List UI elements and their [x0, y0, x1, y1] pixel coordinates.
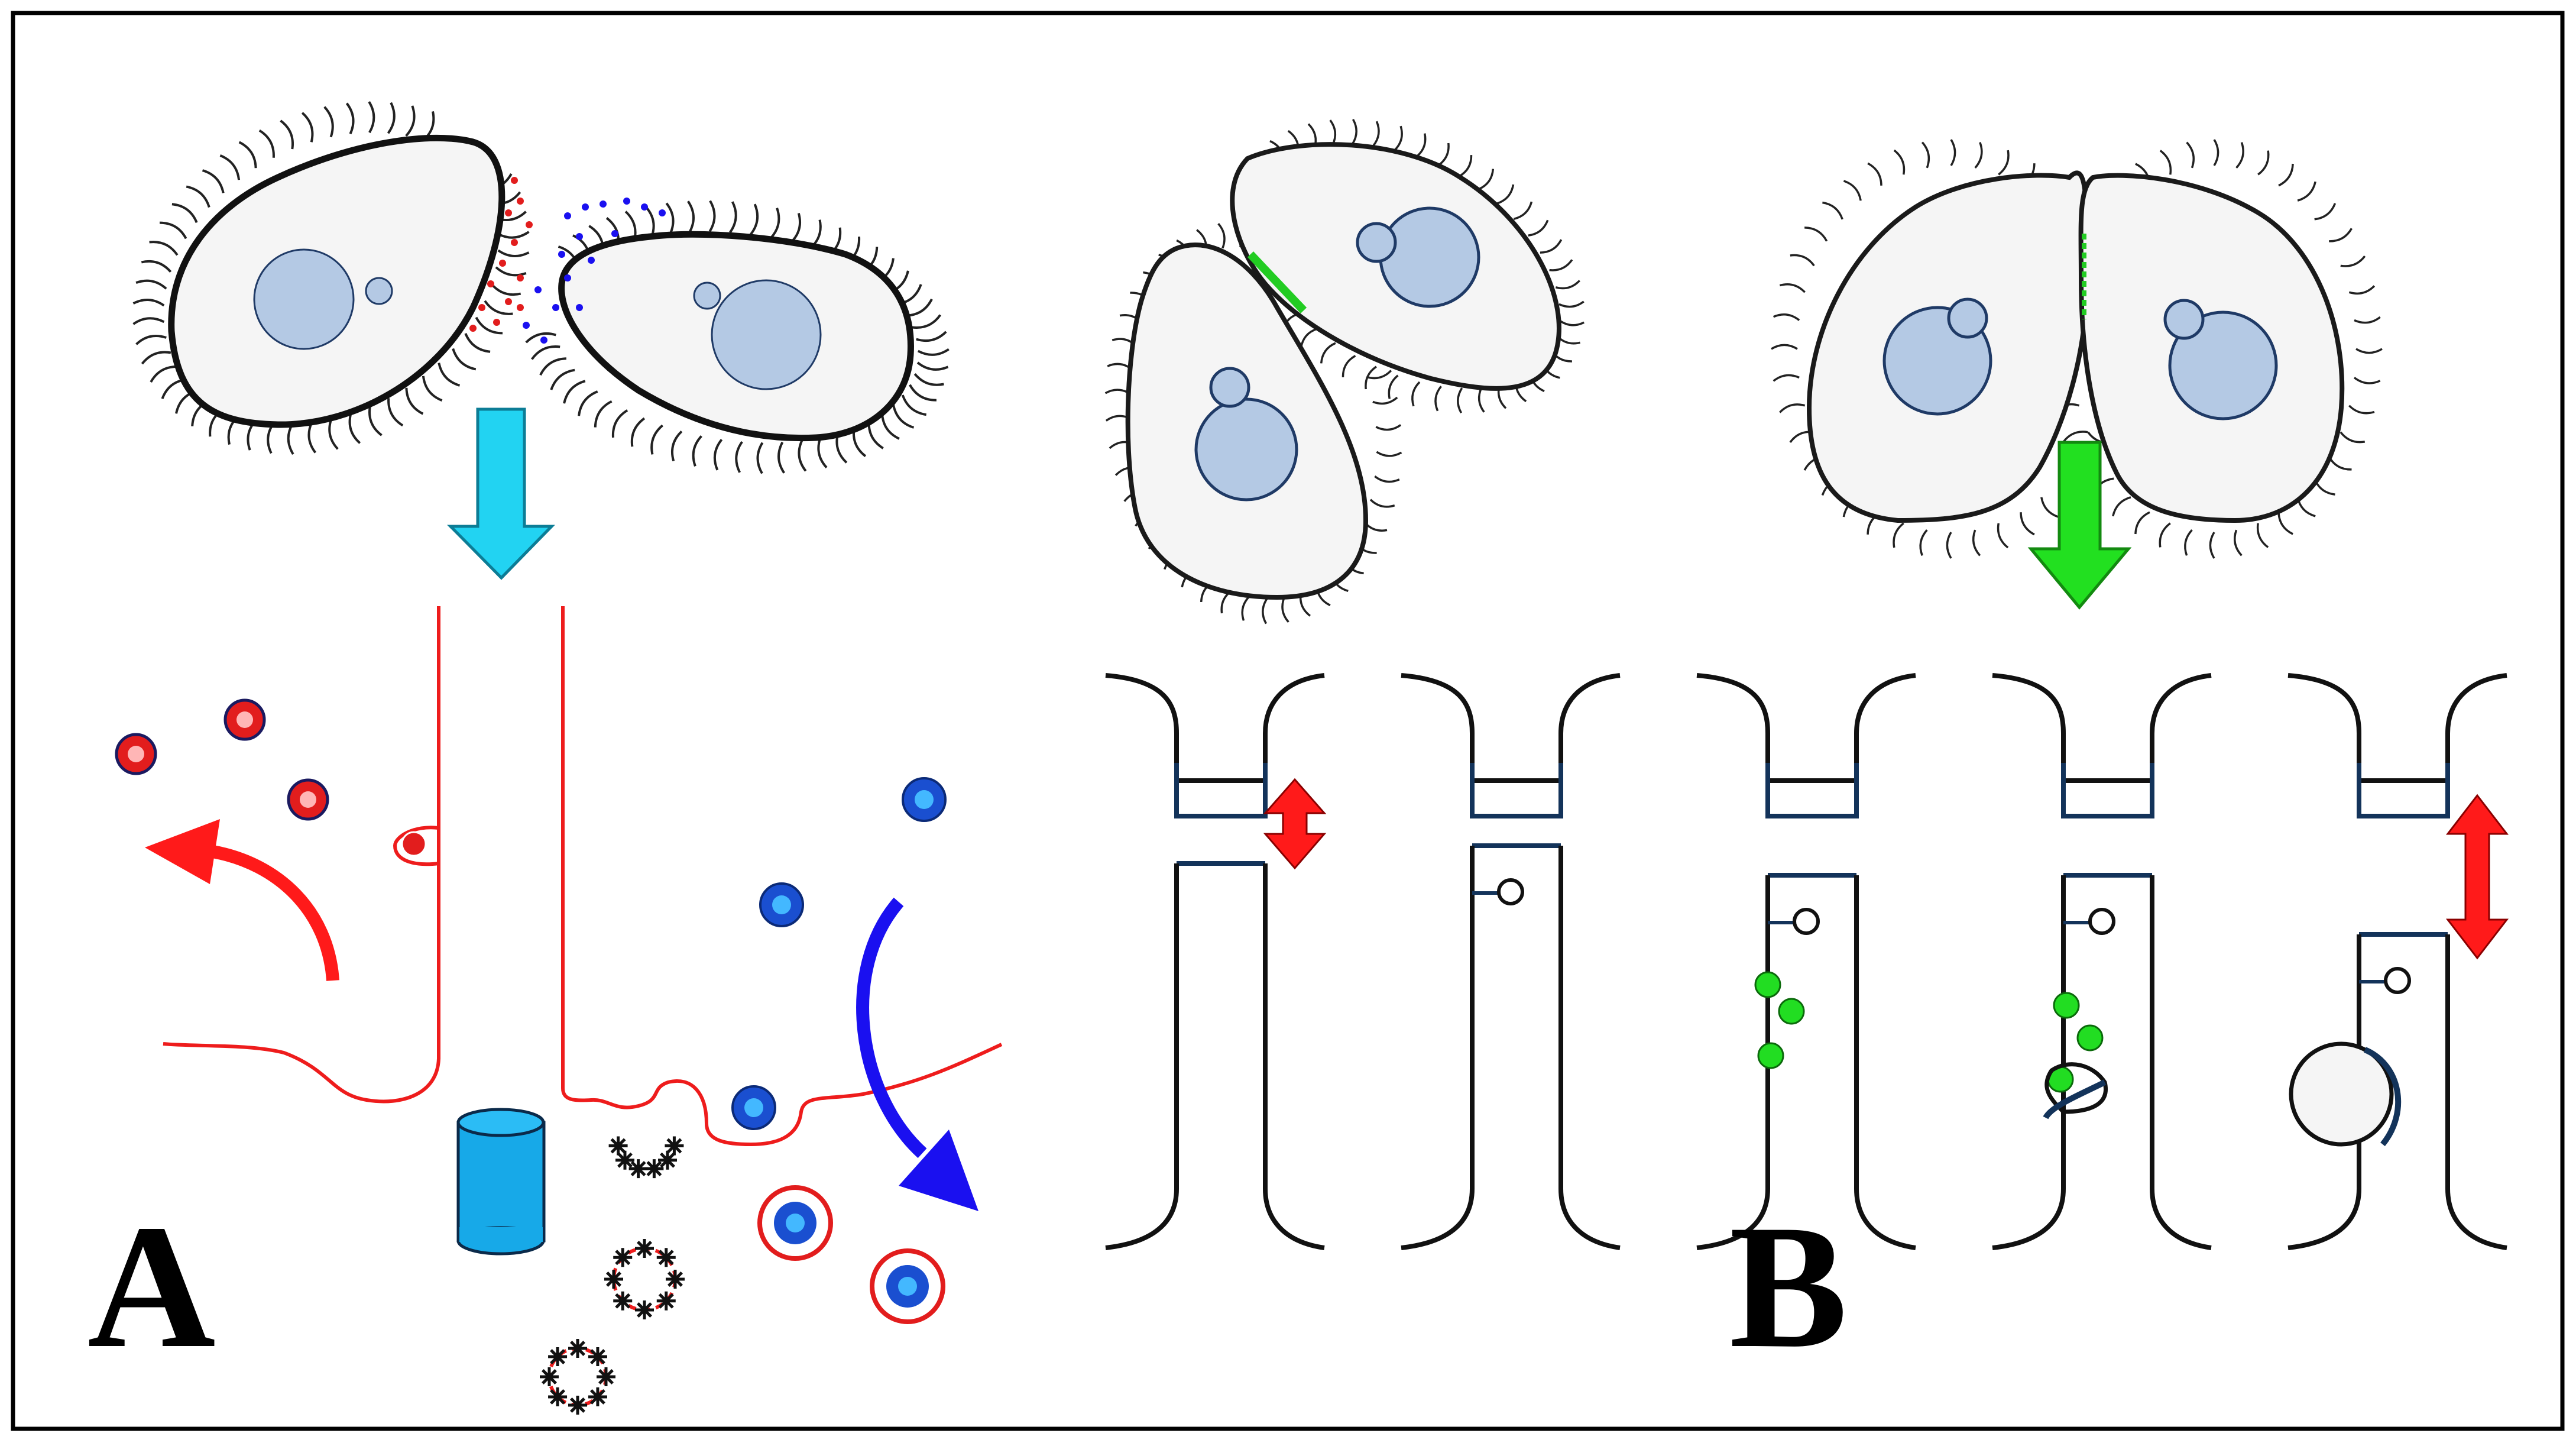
green-granule — [1778, 998, 1805, 1025]
cell-a-left — [132, 101, 530, 455]
green-granule — [2076, 1024, 2104, 1051]
vacuole — [2289, 1041, 2394, 1147]
cell-b1-bottom-macronucleus — [1194, 397, 1298, 502]
channel-cylinder-top — [456, 1108, 545, 1137]
membrane-fusion-stages — [1105, 673, 2507, 1250]
pheromone-dots-red — [469, 177, 533, 332]
pheromone-dot-blue — [552, 304, 559, 311]
pheromone-dot-red — [511, 239, 518, 246]
panel-b — [1104, 118, 2509, 1250]
pheromone-dot-red — [499, 260, 506, 267]
figure-frame — [11, 11, 2565, 1431]
cell-b1-junction — [1247, 251, 1307, 313]
panel-label-a: A — [88, 1188, 216, 1384]
channel-cylinder — [456, 1108, 546, 1256]
panel-label-b: B — [1729, 1188, 1848, 1384]
pheromone-dot-blue — [523, 322, 530, 329]
pheromone-dot-red — [478, 304, 485, 311]
cell-b1-bottom-micronucleus — [1209, 367, 1250, 408]
cell-b1-top-micronucleus — [1356, 222, 1397, 263]
red-double-arrow-2-icon — [2445, 794, 2509, 960]
blue-vesicles — [731, 777, 947, 1324]
green-granule — [1757, 1042, 1784, 1069]
receptor-vesicle-red — [401, 831, 427, 857]
arrow-red-curved-head-icon — [145, 819, 220, 884]
pheromone-dot-blue — [576, 304, 583, 311]
pheromone-dot-red — [517, 304, 524, 311]
clathrin-coated-vesicle — [604, 1239, 685, 1319]
cell-a-right-macronucleus — [711, 279, 822, 390]
pheromone-dot-blue — [576, 233, 583, 240]
green-granule — [2053, 992, 2080, 1019]
cell-a-right — [525, 200, 950, 474]
arrow-red-curved-icon — [212, 845, 339, 981]
arrow-cyan-down-icon — [447, 407, 555, 580]
cell-pair-right — [1771, 139, 2383, 559]
arrow-blue-curved-icon — [856, 897, 927, 1159]
pheromone-dot-blue — [641, 203, 648, 211]
pheromone-dot-red — [487, 280, 494, 287]
cell-pair-left — [1104, 118, 1585, 625]
cell-b2-right-macronucleus — [2168, 310, 2278, 420]
pheromone-dot-blue — [558, 251, 565, 258]
pheromone-dot-blue — [540, 337, 547, 344]
cell-b2-right-micronucleus — [2163, 299, 2205, 340]
red-vesicles — [115, 698, 329, 821]
pheromone-dot-red — [517, 274, 524, 282]
pheromone-dot-red — [505, 298, 512, 305]
pheromone-dot-blue — [611, 230, 618, 237]
fusion-stage — [1992, 673, 2212, 1250]
cell-a-left-macronucleus — [253, 248, 355, 350]
fusion-stage — [1696, 673, 1916, 1250]
pheromone-dot-red — [493, 319, 500, 326]
fusion-stage — [1105, 673, 1325, 1250]
pheromone-dot-red — [505, 209, 512, 216]
clathrin-coated-vesicle — [540, 1339, 615, 1415]
cell-a-left-micronucleus — [365, 277, 393, 305]
red-double-arrow-1-icon — [1263, 778, 1327, 870]
pheromone-dot-blue — [659, 209, 666, 216]
pheromone-dot-blue — [623, 198, 630, 205]
green-granule — [1754, 971, 1781, 998]
clathrin-coats — [540, 1136, 685, 1415]
pheromone-dot-blue — [564, 212, 571, 219]
fusion-stage — [1401, 673, 1621, 1250]
pheromone-dot-red — [511, 177, 518, 184]
pheromone-dot-red — [526, 221, 533, 228]
pheromone-dot-red — [469, 325, 477, 332]
panel-a — [115, 101, 1003, 1415]
cell-b2-left-micronucleus — [1947, 297, 1988, 339]
pheromone-dot-blue — [600, 200, 607, 208]
cell-b1-top-macronucleus — [1379, 206, 1480, 308]
cell-a-right-micronucleus — [693, 282, 721, 310]
pheromone-dot-blue — [534, 286, 542, 293]
cilia-pair-right — [1771, 139, 2383, 559]
arrow-blue-curved-head-icon — [899, 1130, 978, 1211]
arrow-green-down-icon — [2027, 441, 2132, 610]
pheromone-dot-blue — [582, 203, 589, 211]
pheromone-dot-red — [517, 198, 524, 205]
clathrin-coated-vesicle — [608, 1136, 684, 1179]
membrane-a — [163, 606, 1003, 1147]
pheromone-dot-blue — [564, 274, 571, 282]
pheromone-dot-blue — [588, 257, 595, 264]
pheromone-dots-blue — [523, 198, 666, 344]
fusion-stage — [2287, 673, 2507, 1250]
